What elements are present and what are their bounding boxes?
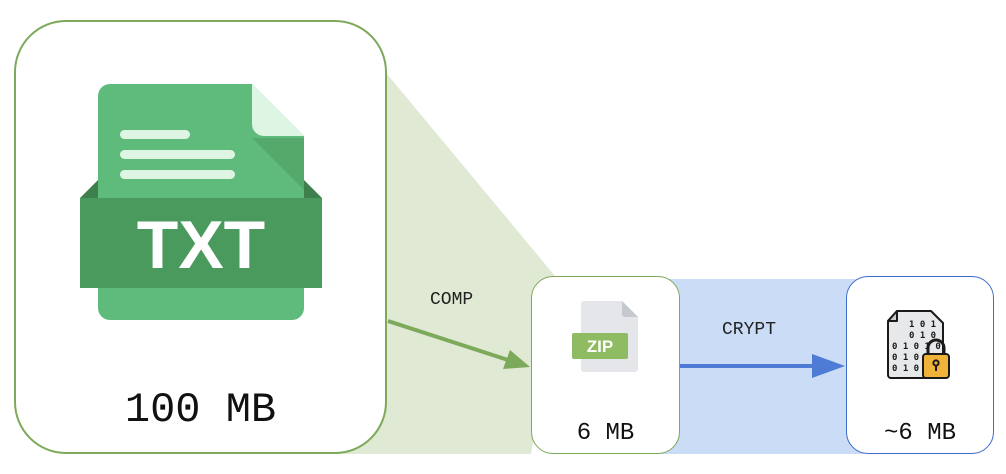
original-file-card: TXT 100 MB — [14, 20, 387, 454]
zip-file-icon: ZIP — [572, 301, 638, 372]
original-size-label: 100 MB — [124, 386, 277, 434]
compressed-file-card: ZIP 6 MB — [531, 276, 680, 454]
binary-row: 0 1 0 — [909, 331, 936, 341]
txt-icon-text: TXT — [137, 207, 265, 283]
txt-file-icon: TXT — [80, 84, 322, 320]
binary-row: 0 1 0 1 — [892, 353, 930, 363]
compress-step-label: COMP — [430, 290, 474, 310]
binary-row: 1 0 1 — [909, 320, 936, 330]
binary-row: 0 1 0 1 0 — [892, 342, 941, 352]
encrypt-arrow — [680, 354, 845, 378]
encrypted-file-card: 1 0 1 0 1 0 0 1 0 1 0 0 1 0 1 0 1 0 ~6 M… — [846, 276, 994, 454]
encrypted-binary-file-icon: 1 0 1 0 1 0 0 1 0 1 0 0 1 0 1 0 1 0 — [887, 310, 950, 379]
encrypted-size-label: ~6 MB — [883, 420, 956, 447]
encrypt-step-label: CRYPT — [722, 320, 777, 340]
binary-row: 0 1 0 — [892, 364, 919, 374]
zip-icon-text: ZIP — [587, 337, 613, 356]
compressed-size-label: 6 MB — [576, 420, 635, 447]
compress-arrow — [387, 319, 530, 369]
